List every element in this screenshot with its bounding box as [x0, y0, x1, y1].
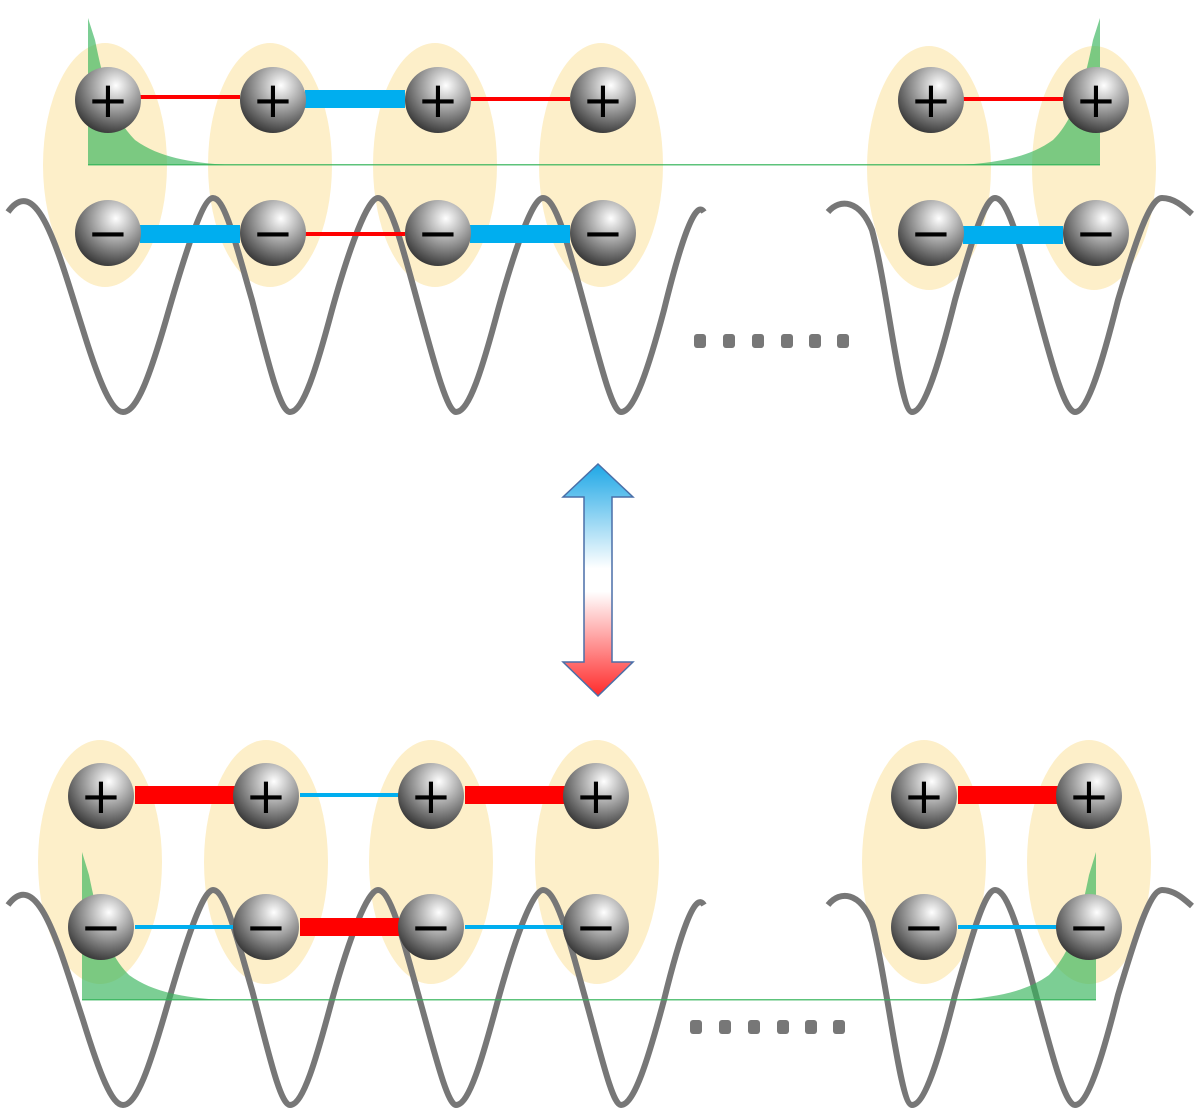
ion-negative: − [891, 894, 957, 960]
lattice-potential-wave-right [825, 886, 1194, 1109]
ion-positive: + [570, 67, 636, 133]
ion-negative: − [563, 894, 629, 960]
sign-label: − [1075, 204, 1117, 262]
bond-strong-blue [470, 225, 570, 243]
ion-positive: + [398, 763, 464, 829]
bond-weak-red [963, 97, 1063, 101]
sign-label: − [245, 898, 287, 956]
bond-strong-red [465, 786, 565, 804]
ion-positive: + [233, 763, 299, 829]
bond-weak-blue [465, 925, 565, 929]
sign-label: − [252, 204, 294, 262]
top-panel: + + + + + + − − − − − − [5, 18, 1194, 416]
ion-negative: − [233, 894, 299, 960]
bond-strong-blue [305, 90, 405, 108]
edge-state-right-peak [959, 852, 1096, 1000]
lattice-potential-wave [5, 194, 707, 416]
ion-positive: + [563, 763, 629, 829]
sign-label: + [575, 767, 617, 825]
edge-state-left-peak [82, 852, 219, 1000]
ion-positive: + [1063, 67, 1129, 133]
bottom-panel: + + + + + + − − − − − − [5, 740, 1194, 1109]
ion-positive: + [240, 67, 306, 133]
double-headed-arrow [561, 462, 635, 698]
edge-state-lower [82, 852, 1096, 1001]
sign-label: − [910, 204, 952, 262]
sign-label: + [910, 71, 952, 129]
sign-label: + [252, 71, 294, 129]
ion-negative: − [68, 894, 134, 960]
sign-label: + [410, 767, 452, 825]
upper-row-spheres: + + + + + + [75, 67, 1129, 133]
ion-positive: + [1056, 763, 1122, 829]
sign-label: − [80, 898, 122, 956]
ion-positive: + [75, 67, 141, 133]
bond-strong-blue [140, 225, 240, 243]
sign-label: − [1068, 898, 1110, 956]
bond-weak-red [140, 95, 240, 99]
sign-label: + [1068, 767, 1110, 825]
lattice-potential-wave [5, 886, 707, 1109]
edge-state-baseline [88, 164, 1100, 166]
sign-label: − [575, 898, 617, 956]
ion-negative: − [570, 200, 636, 266]
lower-bonds [140, 225, 1063, 244]
bond-strong-red [135, 786, 235, 804]
ion-negative: − [898, 200, 964, 266]
sign-label: + [582, 71, 624, 129]
bond-weak-red [470, 97, 570, 101]
ion-positive: + [891, 763, 957, 829]
sign-label: + [87, 71, 129, 129]
ion-negative: − [398, 894, 464, 960]
lattice-potential-wave-right [825, 194, 1194, 416]
upper-bonds [140, 90, 1063, 108]
sign-label: + [417, 71, 459, 129]
lower-bonds [135, 918, 1058, 936]
ion-positive: + [898, 67, 964, 133]
ion-negative: − [1056, 894, 1122, 960]
sign-label: + [1075, 71, 1117, 129]
bond-weak-blue [958, 925, 1058, 929]
bond-strong-red [958, 786, 1058, 804]
ion-negative: − [75, 200, 141, 266]
sign-label: − [410, 898, 452, 956]
bond-strong-blue [963, 226, 1063, 244]
sign-label: − [87, 204, 129, 262]
sign-label: − [417, 204, 459, 262]
sign-label: + [903, 767, 945, 825]
ellipsis-dots [694, 334, 849, 348]
bond-weak-red [305, 232, 405, 236]
sign-label: − [582, 204, 624, 262]
bond-weak-blue [135, 925, 235, 929]
ion-negative: − [405, 200, 471, 266]
edge-state-right-peak [963, 18, 1100, 165]
edge-state-baseline [82, 999, 1096, 1001]
bond-weak-blue [300, 793, 400, 797]
bond-strong-red [300, 918, 400, 936]
ion-negative: − [1063, 200, 1129, 266]
ion-negative: − [240, 200, 306, 266]
ion-positive: + [68, 763, 134, 829]
upper-bonds [135, 786, 1058, 804]
ion-positive: + [405, 67, 471, 133]
sign-label: + [245, 767, 287, 825]
sign-label: − [903, 898, 945, 956]
lower-row-spheres: − − − − − − [68, 894, 1122, 960]
upper-row-spheres: + + + + + + [68, 763, 1122, 829]
sign-label: + [80, 767, 122, 825]
ellipsis-dots [690, 1020, 845, 1034]
lower-row-spheres: − − − − − − [75, 200, 1129, 266]
